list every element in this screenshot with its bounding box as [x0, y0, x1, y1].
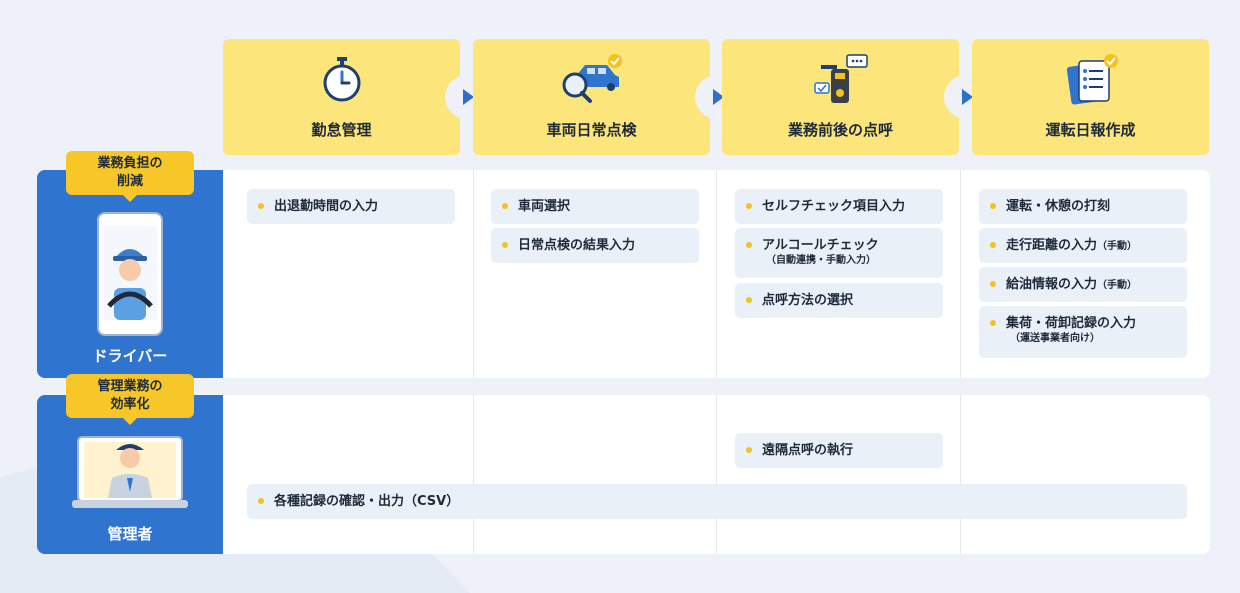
item-sub: （手動） — [1097, 241, 1138, 252]
driver-role-name: ドライバー — [92, 347, 168, 365]
item-text: 集荷・荷卸記録の入力 — [1006, 316, 1137, 331]
manager-badge: 管理業務の 効率化 — [66, 374, 194, 425]
step-label: 業務前後の点呼 — [787, 121, 893, 139]
stopwatch-icon — [323, 57, 360, 102]
item-text: 走行距離の入力 — [1006, 238, 1098, 253]
step-label: 車両日常点検 — [546, 121, 637, 139]
step-label: 運転日報作成 — [1045, 121, 1136, 139]
manager-role-name: 管理者 — [107, 525, 153, 543]
list-item: 遠隔点呼の執行 — [735, 433, 943, 468]
item-text: 日常点検の結果入力 — [518, 238, 636, 253]
list-item: 日常点検の結果入力 — [491, 228, 699, 263]
list-item: 出退勤時間の入力 — [247, 189, 455, 224]
step-rollcall: 業務前後の点呼 — [722, 39, 959, 155]
step-attendance: 勤怠管理 — [223, 39, 460, 155]
driver-illustration-icon — [97, 212, 163, 336]
list-item: 運転・休憩の打刻 — [979, 189, 1187, 224]
list-item: 走行距離の入力（手動） — [979, 228, 1187, 263]
list-item: アルコールチェック （自動連携・手動入力） — [735, 228, 943, 278]
badge-line: 削減 — [116, 174, 143, 189]
daily-report-icon — [1066, 54, 1118, 105]
driver-role-panel — [37, 170, 223, 378]
list-item: 点呼方法の選択 — [735, 283, 943, 318]
item-sub: （手動） — [1097, 280, 1138, 291]
column-divider — [716, 170, 717, 378]
item-text: 出退勤時間の入力 — [274, 199, 379, 214]
column-divider — [473, 170, 474, 378]
list-item: 各種記録の確認・出力（CSV） — [247, 484, 1187, 519]
item-text: 点呼方法の選択 — [762, 293, 854, 308]
badge-line: 効率化 — [110, 397, 150, 412]
list-item: セルフチェック項目入力 — [735, 189, 943, 224]
column-divider — [960, 170, 961, 378]
item-text: セルフチェック項目入力 — [762, 199, 906, 214]
item-text: 給油情報の入力 — [1006, 277, 1098, 292]
manager-illustration-icon — [72, 436, 188, 508]
item-text: 車両選択 — [518, 199, 571, 214]
list-item: 車両選択 — [491, 189, 699, 224]
driver-badge: 業務負担の 削減 — [66, 151, 194, 202]
item-text: 各種記録の確認・出力（CSV） — [274, 494, 460, 509]
badge-line: 業務負担の — [97, 156, 163, 171]
step-report: 運転日報作成 — [972, 39, 1209, 155]
step-label: 勤怠管理 — [311, 121, 372, 139]
column-divider — [960, 395, 961, 554]
column-divider — [473, 395, 474, 554]
list-item: 給油情報の入力（手動） — [979, 267, 1187, 302]
item-note: （自動連携・手動入力） — [766, 255, 876, 266]
item-text: アルコールチェック — [762, 238, 879, 253]
item-text: 遠隔点呼の執行 — [762, 443, 854, 458]
list-item: 集荷・荷卸記録の入力 （運送事業者向け） — [979, 306, 1187, 358]
alcohol-checker-icon — [813, 54, 868, 103]
car-inspection-icon — [562, 54, 622, 103]
badge-line: 管理業務の — [97, 379, 163, 394]
step-inspection: 車両日常点検 — [473, 39, 710, 155]
column-divider — [716, 395, 717, 554]
item-text: 運転・休憩の打刻 — [1006, 199, 1111, 214]
item-note: （運送事業者向け） — [1010, 333, 1100, 344]
